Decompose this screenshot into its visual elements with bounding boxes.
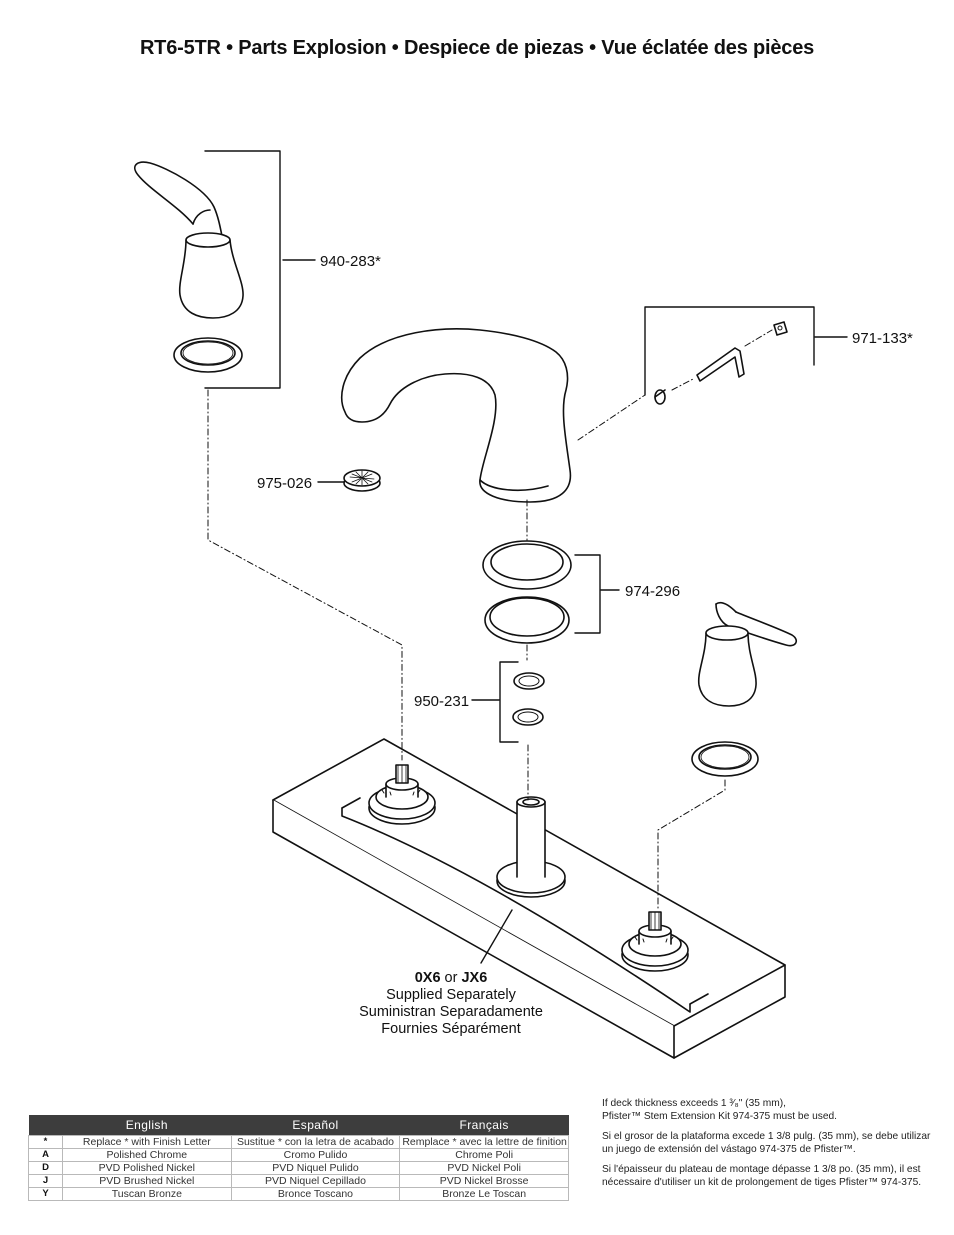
deck-thickness-notes: If deck thickness exceeds 1 ³⁄₈" (35 mm)… — [602, 1097, 932, 1196]
finish-es: Sustitue * con la letra de acabado — [230, 1135, 401, 1149]
bracket-o-rings — [471, 661, 519, 743]
left-valve — [368, 764, 436, 825]
valve-code-1: 0X6 — [415, 970, 441, 986]
bracket-wrench-kit — [644, 306, 848, 396]
finish-es: PVD Niquel Pulido — [230, 1161, 401, 1175]
finish-en: Polished Chrome — [62, 1148, 232, 1162]
finish-en: Replace * with Finish Letter — [62, 1135, 232, 1149]
spout-shank — [496, 796, 566, 898]
deck-note-es: Si el grosor de la plataforma excede 1 3… — [602, 1131, 931, 1155]
finish-fr: Chrome Poli — [399, 1148, 569, 1162]
finish-es: Cromo Pulido — [230, 1148, 401, 1162]
o-rings — [512, 672, 545, 726]
valve-note-en: Supplied Separately — [386, 987, 517, 1003]
header-code — [28, 1115, 63, 1136]
page-title: RT6-5TR • Parts Explosion • Despiece de … — [139, 37, 815, 59]
finish-table-header: English Español Français — [28, 1115, 569, 1136]
spout — [341, 328, 572, 503]
aerator — [343, 469, 381, 492]
label-o-rings: 950-231 — [414, 693, 469, 710]
deck-note-fr: Si l'épaisseur du plateau de montage dép… — [602, 1164, 922, 1188]
bracket-handle — [204, 150, 316, 389]
valve-codes: 0X6 or JX6 — [415, 970, 488, 986]
finish-table: English Español Français * Replace * wit… — [28, 1115, 569, 1201]
label-spout-gaskets: 974-296 — [625, 583, 680, 600]
alignment-lines — [207, 329, 773, 911]
table-row: A Polished Chrome Cromo Pulido Chrome Po… — [28, 1148, 569, 1162]
finish-en: Tuscan Bronze — [62, 1187, 232, 1201]
finish-fr: PVD Nickel Poli — [399, 1161, 569, 1175]
finish-code: D — [28, 1161, 63, 1175]
bracket-spout-gaskets — [574, 554, 620, 634]
deck-note-en-line2: Pfister™ Stem Extension Kit 974-375 must… — [602, 1111, 837, 1122]
right-handle — [691, 601, 798, 777]
label-aerator: 975-026 — [257, 475, 312, 492]
label-wrench-kit: 971-133* — [852, 330, 913, 347]
spout-gaskets — [482, 540, 572, 644]
valve-note-es: Suministran Separadamente — [359, 1004, 543, 1020]
table-row: * Replace * with Finish Letter Sustitue … — [28, 1135, 569, 1149]
valve-code-2: JX6 — [461, 970, 487, 986]
header-francais: Français — [399, 1115, 569, 1136]
left-handle — [134, 161, 244, 373]
wrench-kit — [654, 321, 788, 405]
finish-code: A — [28, 1148, 63, 1162]
leader-valve-note — [480, 909, 513, 964]
finish-es: Bronce Toscano — [230, 1187, 401, 1201]
finish-fr: PVD Nickel Brosse — [399, 1174, 569, 1188]
header-espanol: Español — [231, 1115, 400, 1136]
valve-note-fr: Fournies Séparément — [381, 1021, 520, 1037]
valve-or-word: or — [445, 970, 462, 986]
finish-es: PVD Niquel Cepillado — [230, 1174, 401, 1188]
finish-code: Y — [28, 1187, 63, 1201]
finish-en: PVD Brushed Nickel — [62, 1174, 232, 1188]
finish-code: * — [28, 1135, 63, 1149]
finish-fr: Remplace * avec la lettre de finition — [399, 1135, 569, 1149]
deck-note-en-line1: If deck thickness exceeds 1 ³⁄₈" (35 mm)… — [602, 1098, 786, 1109]
deck-note-en: If deck thickness exceeds 1 ³⁄₈" (35 mm)… — [602, 1097, 932, 1123]
label-handle: 940-283* — [320, 253, 381, 270]
right-valve — [621, 911, 689, 972]
table-row: D PVD Polished Nickel PVD Niquel Pulido … — [28, 1161, 569, 1175]
finish-en: PVD Polished Nickel — [62, 1161, 232, 1175]
header-english: English — [62, 1115, 232, 1136]
table-row: Y Tuscan Bronze Bronce Toscano Bronze Le… — [28, 1187, 569, 1201]
finish-code: J — [28, 1174, 63, 1188]
table-row: J PVD Brushed Nickel PVD Niquel Cepillad… — [28, 1174, 569, 1188]
finish-fr: Bronze Le Toscan — [399, 1187, 569, 1201]
